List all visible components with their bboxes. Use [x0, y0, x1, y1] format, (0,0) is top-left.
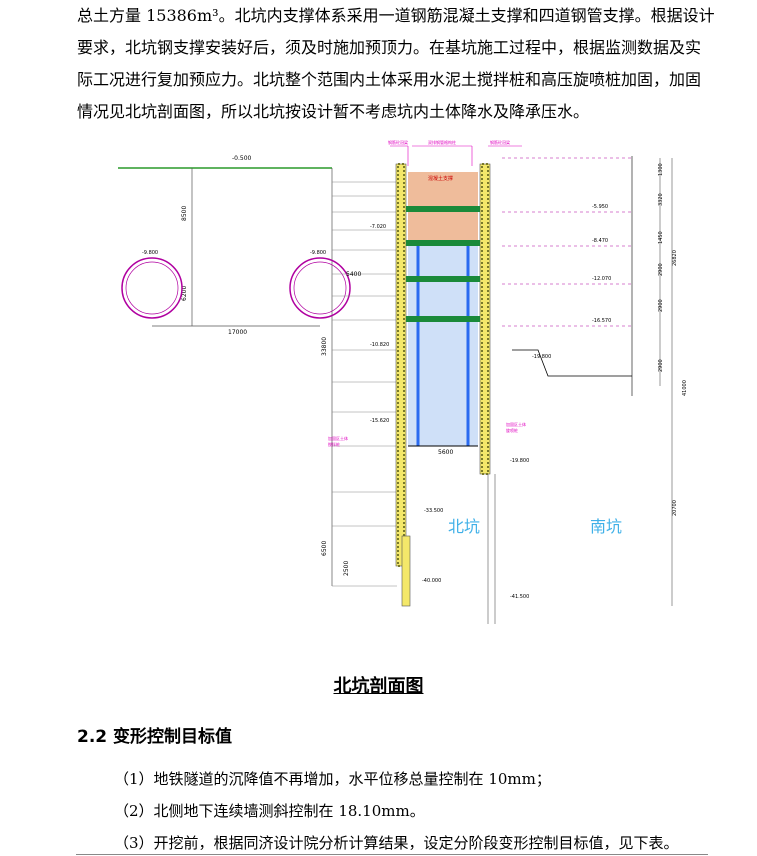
elevation-labels: -7.020 -10.820 -15.620 -19.800 -33.500 -… — [370, 224, 529, 600]
soil-improvement-lower — [408, 240, 478, 446]
svg-text:-16.570: -16.570 — [592, 318, 611, 324]
svg-text:-7.020: -7.020 — [370, 224, 386, 230]
svg-text:搅拌桩: 搅拌桩 — [328, 441, 340, 447]
south-pit-slope — [512, 349, 632, 377]
elev-label: -9.800 — [142, 250, 158, 256]
svg-text:-10.820: -10.820 — [370, 342, 389, 348]
dim-label: 6500 — [321, 541, 328, 556]
annotation-notes: 加固区土体 搅拌桩 加固区土体 旋喷桩 — [328, 421, 526, 447]
dim-label: 6200 — [181, 286, 188, 301]
dim-label: 2500 — [343, 561, 350, 576]
section-heading: 2.2 变形控制目标值 — [77, 727, 233, 747]
svg-text:-40.000: -40.000 — [422, 578, 441, 584]
paragraph-line: 际工况进行复加预应力。北坑整个范围内土体采用水泥土搅拌桩和高压旋喷桩加固，加固 — [77, 70, 702, 89]
svg-text:1450: 1450 — [658, 231, 664, 244]
annotation-leaders — [390, 145, 522, 166]
intro-paragraph: 总土方量 15386m³。北坑内支撑体系采用一道钢筋混凝土支撑和四道钢管支撑。根… — [77, 0, 717, 128]
paragraph-line: 总土方量 15386m³。北坑内支撑体系采用一道钢筋混凝土支撑和四道钢管支撑。根… — [77, 6, 715, 25]
struts — [406, 206, 480, 322]
north-pit-label: 北坑 — [448, 517, 480, 536]
svg-text:加固区土体: 加固区土体 — [328, 435, 348, 441]
svg-text:钢筋砼冠梁: 钢筋砼冠梁 — [388, 139, 408, 145]
svg-text:3320: 3320 — [658, 193, 664, 206]
list-item: （1）地铁隧道的沉降值不再增加，水平位移总量控制在 10mm； — [114, 770, 551, 788]
soil-layers — [332, 181, 397, 587]
svg-text:-41.500: -41.500 — [510, 594, 529, 600]
dim-label: 33800 — [321, 337, 328, 356]
svg-text:加固区土体: 加固区土体 — [506, 421, 526, 427]
metro-tunnel-left — [121, 257, 183, 319]
elev-label: -0.500 — [232, 155, 252, 162]
svg-text:2900: 2900 — [658, 263, 664, 276]
dim-label: 17000 — [228, 329, 247, 336]
paragraph-line: 要求，北坑钢支撑安装好后，须及时施加预顶力。在基坑施工过程中，根据监测数据及实 — [77, 38, 702, 57]
metro-tunnel-right — [289, 257, 351, 319]
page-rule — [76, 854, 708, 855]
svg-text:26820: 26820 — [672, 250, 678, 266]
svg-text:2900: 2900 — [658, 359, 664, 372]
svg-text:-15.620: -15.620 — [370, 418, 389, 424]
svg-text:混凝土支撑: 混凝土支撑 — [428, 175, 453, 182]
svg-text:双排钢管格构柱: 双排钢管格构柱 — [428, 139, 456, 145]
svg-text:20700: 20700 — [672, 500, 678, 516]
svg-text:-19.800: -19.800 — [532, 354, 551, 360]
dim-label: 8500 — [181, 206, 188, 221]
svg-text:钢筋砼冠梁: 钢筋砼冠梁 — [490, 139, 510, 145]
svg-text:-12.070: -12.070 — [592, 276, 611, 282]
south-pit-levels — [502, 157, 632, 327]
list-item: （2）北侧地下连续墙测斜控制在 18.10mm。 — [114, 802, 425, 820]
svg-text:旋喷桩: 旋喷桩 — [506, 427, 518, 433]
south-pit-label: 南坑 — [590, 517, 622, 536]
dim-label: 5400 — [346, 271, 361, 278]
svg-text:-8.470: -8.470 — [592, 238, 608, 244]
svg-text:-33.500: -33.500 — [424, 508, 443, 514]
svg-text:2900: 2900 — [658, 299, 664, 312]
elev-label: -9.800 — [310, 250, 326, 256]
diaphragm-wall-left — [395, 163, 407, 567]
svg-text:41000: 41000 — [682, 380, 688, 396]
dim-label: 5600 — [438, 449, 453, 456]
svg-text:1300: 1300 — [658, 163, 664, 176]
figure-caption: 北坑剖面图 — [333, 676, 424, 697]
svg-text:-19.800: -19.800 — [510, 458, 529, 464]
list-item: （3）开挖前，根据同济设计院分析计算结果，设定分阶段变形控制目标值，见下表。 — [114, 834, 679, 852]
svg-text:-5.950: -5.950 — [592, 204, 608, 210]
paragraph-line: 情况见北坑剖面图，所以北坑按设计暂不考虑坑内土体降水及降承压水。 — [77, 102, 590, 121]
north-pit-section-drawing: -0.500 8500 6200 33800 6500 -9.800 -9.80… — [118, 139, 688, 624]
